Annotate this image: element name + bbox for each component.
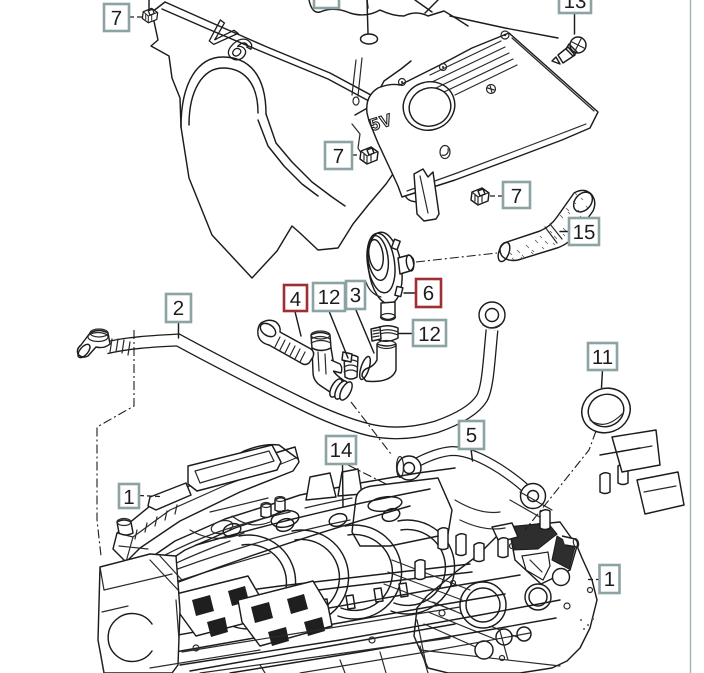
svg-text:6: 6 [423, 282, 434, 305]
svg-text:3: 3 [350, 284, 361, 307]
svg-text:12: 12 [318, 286, 341, 309]
svg-text:14: 14 [330, 439, 353, 462]
svg-text:1: 1 [604, 568, 615, 591]
svg-text:15: 15 [573, 221, 596, 244]
svg-text:11: 11 [592, 346, 613, 369]
svg-text:1: 1 [123, 486, 134, 509]
svg-text:4: 4 [290, 288, 301, 311]
svg-text:12: 12 [418, 323, 441, 346]
svg-text:7: 7 [511, 185, 522, 208]
svg-text:7: 7 [111, 7, 122, 30]
svg-text:5: 5 [466, 424, 477, 447]
svg-text:2: 2 [173, 297, 184, 320]
svg-text:13: 13 [564, 0, 587, 13]
svg-text:7: 7 [333, 145, 344, 168]
